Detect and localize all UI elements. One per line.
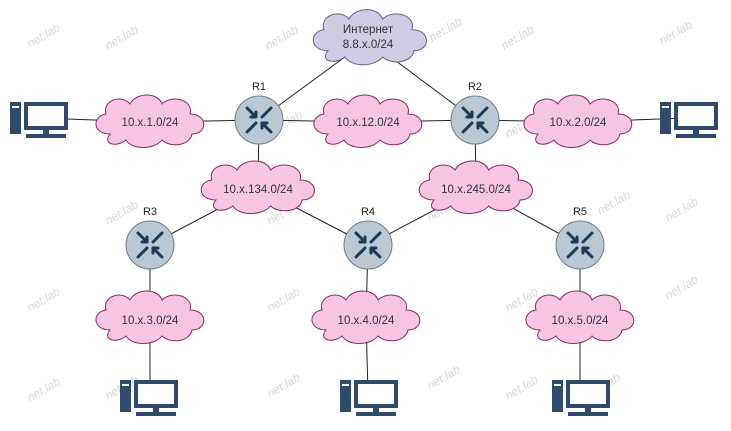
network-label-n134: 10.x.134.0/24 — [223, 184, 293, 196]
watermark: net.lab — [499, 22, 537, 52]
watermark: net.lab — [425, 362, 463, 392]
computer-icon — [120, 380, 178, 416]
watermark: net.lab — [263, 22, 301, 52]
router-r5[interactable] — [555, 220, 605, 270]
network-label-n3: 10.x.3.0/24 — [122, 315, 180, 327]
network-label-n4: 10.x.4.0/24 — [338, 315, 396, 327]
router-label-r1: R1 — [252, 81, 266, 93]
watermark: net.lab — [103, 22, 141, 52]
watermark: net.lab — [427, 14, 465, 44]
watermark: net.lab — [25, 284, 63, 314]
internet-prefix: 8.8.x.0/24 — [343, 39, 394, 51]
network-label-n1: 10.x.1.0/24 — [122, 117, 180, 129]
router-icon — [234, 95, 284, 145]
computer-icon — [340, 380, 398, 416]
computer-icon — [660, 102, 718, 138]
router-icon — [125, 220, 175, 270]
computer-icon — [552, 380, 610, 416]
router-r2[interactable] — [450, 95, 500, 145]
host-pc2[interactable] — [660, 102, 718, 138]
computer-icon — [10, 102, 68, 138]
router-r1[interactable] — [234, 95, 284, 145]
router-label-r2: R2 — [468, 81, 482, 93]
watermark: net.lab — [103, 197, 141, 227]
watermark: net.lab — [663, 194, 701, 224]
watermark: net.lab — [265, 284, 303, 314]
router-icon — [450, 95, 500, 145]
host-pc5[interactable] — [552, 380, 610, 416]
watermark: net.lab — [595, 187, 633, 217]
router-icon — [343, 220, 393, 270]
host-pc1[interactable] — [10, 102, 68, 138]
router-label-r3: R3 — [143, 206, 157, 218]
router-label-r4: R4 — [361, 206, 375, 218]
watermark: net.lab — [25, 20, 63, 50]
host-pc3[interactable] — [120, 380, 178, 416]
router-r3[interactable] — [125, 220, 175, 270]
watermark: net.lab — [25, 374, 63, 404]
network-label-n245: 10.x.245.0/24 — [441, 184, 511, 196]
watermark: net.lab — [265, 370, 303, 400]
watermark: net.lab — [657, 17, 695, 47]
watermark: net.lab — [503, 372, 541, 402]
internet-cloud-shape — [312, 9, 427, 66]
network-label-n5: 10.x.5.0/24 — [552, 315, 610, 327]
router-label-r5: R5 — [573, 206, 587, 218]
internet-name: Интернет — [343, 24, 394, 36]
internet-cloud[interactable] — [312, 9, 427, 66]
host-pc4[interactable] — [340, 380, 398, 416]
router-r4[interactable] — [343, 220, 393, 270]
network-label-n2: 10.x.2.0/24 — [550, 117, 608, 129]
router-icon — [555, 220, 605, 270]
watermark: net.lab — [663, 272, 701, 302]
network-label-n12: 10.x.12.0/24 — [336, 117, 400, 129]
